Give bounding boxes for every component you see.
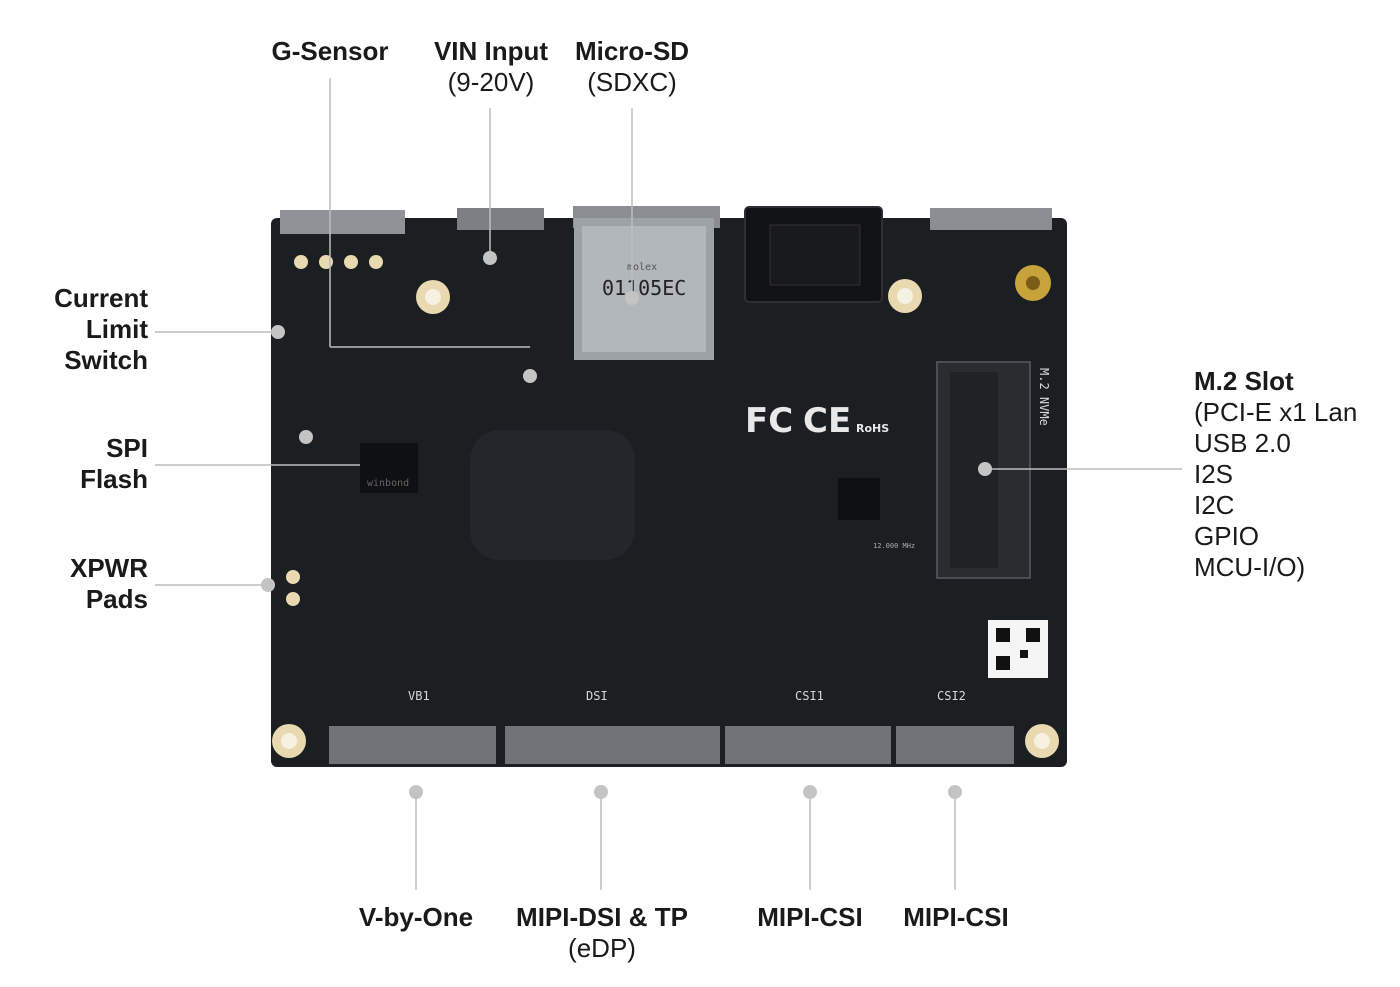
label-current-limit-switch: Current Limit Switch xyxy=(54,283,148,376)
label-vin-input-sub: (9-20V) xyxy=(447,67,535,97)
silk-csi1: CSI1 xyxy=(795,689,824,703)
silk-dsi: DSI xyxy=(586,689,608,703)
label-current-line1: Current xyxy=(54,283,148,313)
rohs-mark: RoHS xyxy=(856,422,889,435)
silk-crystal: 12.000 MHz xyxy=(873,542,915,550)
label-spi-line2: Flash xyxy=(80,464,148,494)
label-current-line3: Switch xyxy=(64,345,148,375)
silk-csi2: CSI2 xyxy=(937,689,966,703)
leader-lines xyxy=(155,78,1182,890)
label-vin-input: VIN Input (9-20V) xyxy=(434,36,548,98)
label-micro-sd-sub: (SDXC) xyxy=(587,67,677,97)
label-micro-sd: Micro-SD (SDXC) xyxy=(575,36,689,98)
label-v-by-one: V-by-One xyxy=(359,902,473,933)
label-spi-flash: SPI Flash xyxy=(80,433,148,495)
label-m2-item: I2S xyxy=(1194,459,1234,489)
silk-flash-chip: winbond xyxy=(367,478,409,489)
label-v-by-one-title: V-by-One xyxy=(358,902,474,932)
label-mipi-dsi-sub: (eDP) xyxy=(568,933,636,963)
silk-m2: M.2 NVMe xyxy=(1037,368,1051,426)
label-current-line2: Limit xyxy=(85,314,148,344)
label-xpwr-pads: XPWR Pads xyxy=(70,553,148,615)
silk-sd-brand: molex xyxy=(627,262,657,273)
label-mipi-csi1-title: MIPI-CSI xyxy=(757,902,863,932)
fcc-mark: FC xyxy=(745,401,793,441)
label-mipi-csi2: MIPI-CSI xyxy=(903,902,1008,933)
silk-vb1: VB1 xyxy=(408,689,430,703)
label-mipi-csi1: MIPI-CSI xyxy=(757,902,862,933)
label-vin-input-title: VIN Input xyxy=(433,36,549,66)
label-xpwr-line1: XPWR xyxy=(70,553,148,583)
label-spi-line1: SPI xyxy=(106,433,148,463)
label-m2-item: MCU-I/O) xyxy=(1194,552,1306,582)
label-m2-item: (PCI-E x1 Lan xyxy=(1194,397,1358,427)
label-micro-sd-title: Micro-SD xyxy=(574,36,690,66)
label-g-sensor-title: G-Sensor xyxy=(271,36,389,66)
label-mipi-dsi: MIPI-DSI & TP (eDP) xyxy=(516,902,688,964)
label-m2-title: M.2 Slot xyxy=(1194,366,1294,396)
label-m2-slot: M.2 Slot (PCI-E x1 Lan USB 2.0 I2S I2C G… xyxy=(1194,366,1357,583)
silk-sd-part: 01105EC xyxy=(602,276,686,300)
label-m2-item: I2C xyxy=(1194,490,1235,520)
label-g-sensor: G-Sensor xyxy=(271,36,388,67)
label-xpwr-line2: Pads xyxy=(85,584,148,614)
ce-mark: CE xyxy=(803,401,851,441)
label-mipi-csi2-title: MIPI-CSI xyxy=(903,902,1009,932)
leader-dots xyxy=(261,251,992,799)
label-mipi-dsi-title: MIPI-DSI & TP xyxy=(516,902,688,932)
label-m2-item: GPIO xyxy=(1194,521,1260,551)
label-m2-item: USB 2.0 xyxy=(1194,428,1291,458)
